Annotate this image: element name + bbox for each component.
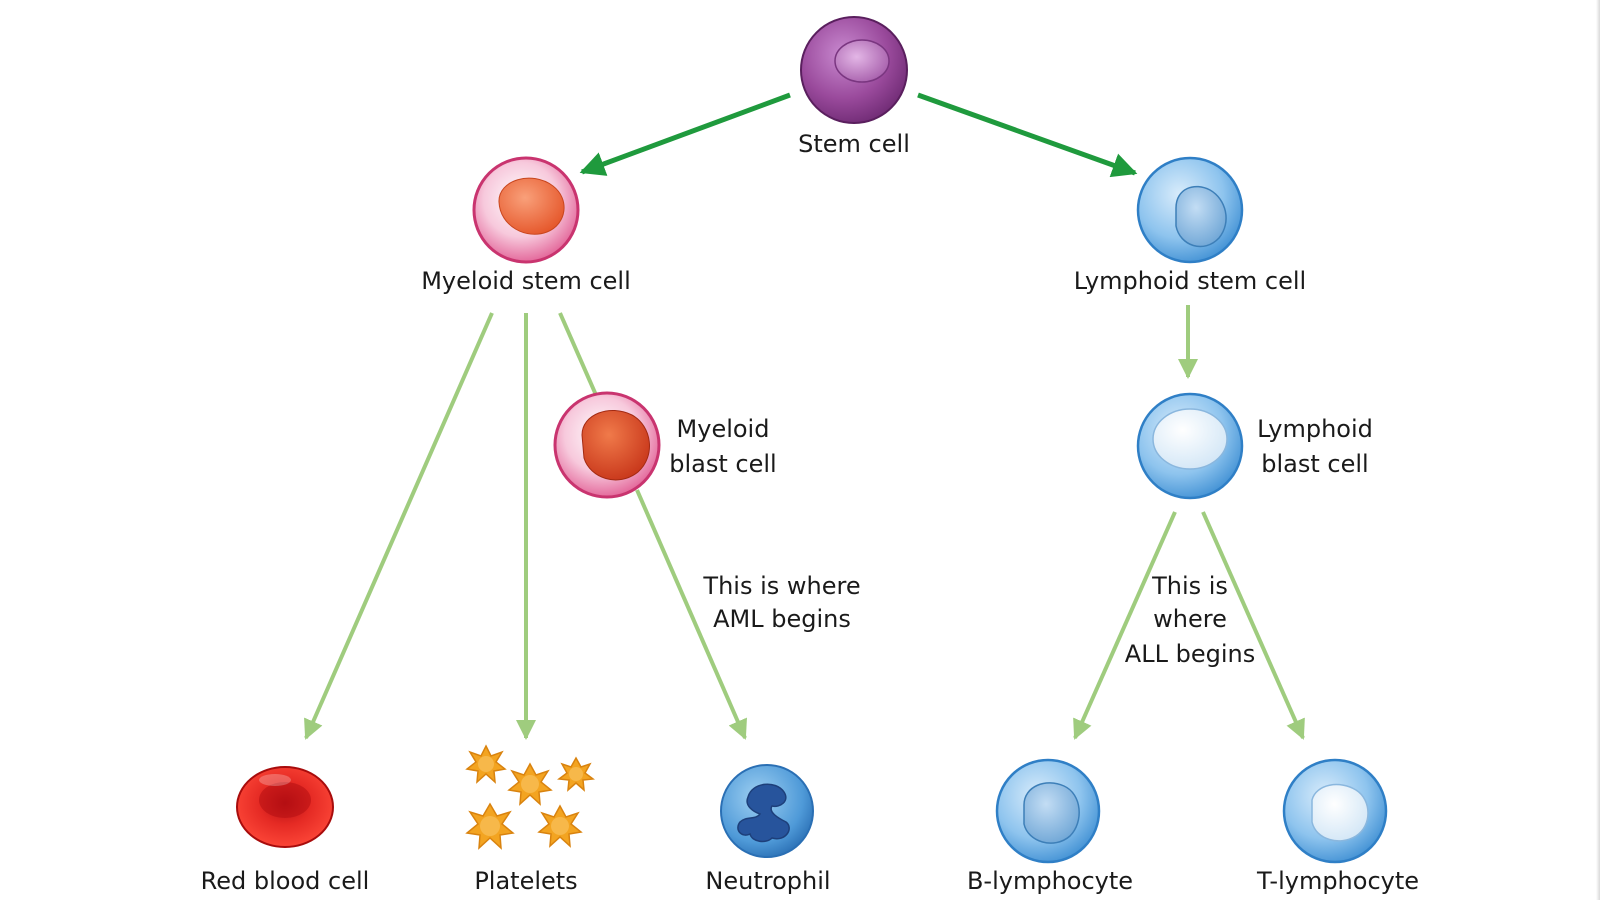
arrow-stem-to-lymphoid xyxy=(917,92,1138,178)
label-neutrophil: Neutrophil xyxy=(705,867,831,895)
page-edge-divider xyxy=(1596,0,1600,900)
arrow-stem-to-myeloid xyxy=(579,92,791,176)
label-all-line2: where xyxy=(1153,605,1227,633)
arrow-blast-to-t-lymphocyte xyxy=(1201,511,1305,740)
arrow-blast-to-b-lymphocyte xyxy=(1073,511,1177,740)
label-myeloid-blast-line1: Myeloid xyxy=(676,415,770,443)
lymphoid-stem-cell-icon xyxy=(1136,156,1244,264)
label-stem-cell: Stem cell xyxy=(798,130,910,158)
label-platelets: Platelets xyxy=(474,867,578,895)
myeloid-stem-cell-icon xyxy=(472,156,580,264)
label-myeloid-stem-cell: Myeloid stem cell xyxy=(421,267,631,295)
label-myeloid-blast-line2: blast cell xyxy=(669,450,777,478)
label-t-lymphocyte: T-lymphocyte xyxy=(1256,867,1420,895)
lymphoid-blast-cell-icon xyxy=(1136,392,1244,500)
label-aml-line1: This is where xyxy=(703,572,861,600)
stem-cell-icon xyxy=(800,16,908,124)
arrow-myeloid-to-blast xyxy=(558,312,598,396)
t-lymphocyte-icon xyxy=(1282,758,1388,864)
arrow-blast-to-neutrophil xyxy=(635,489,747,740)
arrow-myeloid-to-rbc xyxy=(304,312,494,740)
red-blood-cell-icon xyxy=(236,766,334,848)
label-lymphoid-blast-line1: Lymphoid xyxy=(1257,415,1373,443)
label-b-lymphocyte: B-lymphocyte xyxy=(966,867,1134,895)
label-all-line3: ALL begins xyxy=(1124,640,1256,668)
label-all-line1: This is xyxy=(1152,572,1228,600)
label-red-blood-cell: Red blood cell xyxy=(200,867,370,895)
myeloid-blast-cell-icon xyxy=(553,391,661,499)
label-aml-line2: AML begins xyxy=(713,605,851,633)
neutrophil-icon xyxy=(720,764,814,858)
platelets-icon xyxy=(465,744,595,850)
label-lymphoid-stem-cell: Lymphoid stem cell xyxy=(1073,267,1307,295)
label-lymphoid-blast-line2: blast cell xyxy=(1261,450,1369,478)
b-lymphocyte-icon xyxy=(995,758,1101,864)
arrows xyxy=(304,92,1305,740)
